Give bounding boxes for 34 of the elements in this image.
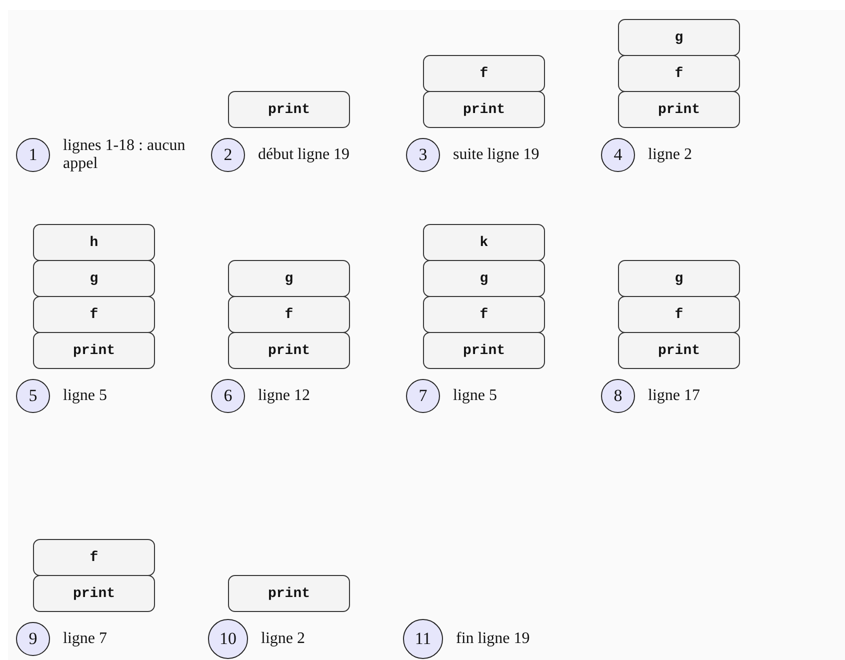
stack-frame: g	[228, 260, 350, 297]
stack-frame: f	[33, 539, 155, 576]
stack-frame: print	[228, 91, 350, 128]
step-caption: fin ligne 19	[456, 630, 531, 648]
stack-frame: k	[423, 224, 545, 261]
stack-frame: print	[618, 332, 740, 369]
step-caption: lignes 1-18 : aucun appel	[63, 137, 186, 173]
step-caption: ligne 5	[63, 387, 108, 405]
step-caption: ligne 17	[648, 387, 701, 405]
stack-frame: print	[33, 575, 155, 612]
stack-frame: print	[228, 332, 350, 369]
stack-frame: f	[423, 55, 545, 92]
stack-frame: h	[33, 224, 155, 261]
step-caption: début ligne 19	[258, 146, 351, 164]
stack-frame: f	[228, 296, 350, 333]
stack-frame: f	[618, 55, 740, 92]
step-caption: ligne 2	[261, 630, 306, 648]
stack-frame: print	[228, 575, 350, 612]
stack-frame: g	[423, 260, 545, 297]
stack-frame: g	[33, 260, 155, 297]
stack-frame: f	[423, 296, 545, 333]
stack-frame: f	[618, 296, 740, 333]
stack-frame: print	[33, 332, 155, 369]
stack-frame: g	[618, 19, 740, 56]
step-caption: ligne 7	[63, 630, 108, 648]
step-caption: ligne 12	[258, 387, 311, 405]
step-caption: ligne 5	[453, 387, 498, 405]
stack-frame: print	[618, 91, 740, 128]
stack-frame: print	[423, 91, 545, 128]
stack-frame: g	[618, 260, 740, 297]
stack-frame: print	[423, 332, 545, 369]
stack-frame: f	[33, 296, 155, 333]
step-caption: suite ligne 19	[453, 146, 540, 164]
step-caption: ligne 2	[648, 146, 693, 164]
